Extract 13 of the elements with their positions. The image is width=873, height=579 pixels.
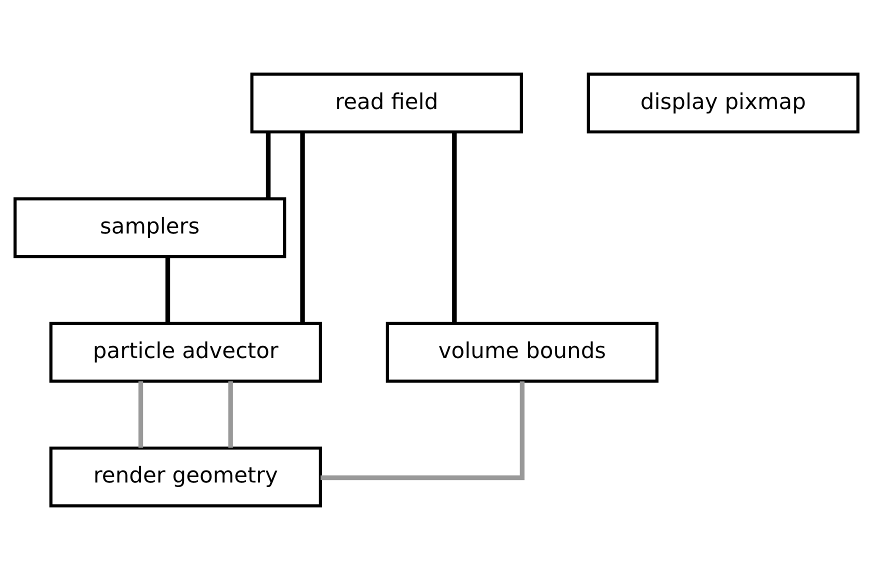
connector (266, 131, 271, 198)
connector (452, 132, 457, 323)
connector (320, 380, 525, 480)
node-box: display pixmap (586, 72, 860, 133)
connector (228, 380, 233, 448)
node-box: read field (250, 72, 523, 133)
node-box: particle advector (49, 321, 322, 382)
connector (138, 380, 144, 448)
node-box: render geometry (49, 446, 322, 507)
node-box: volume bounds (386, 321, 658, 382)
connector (165, 256, 170, 323)
node-box: samplers (14, 196, 286, 258)
connector (300, 132, 305, 323)
